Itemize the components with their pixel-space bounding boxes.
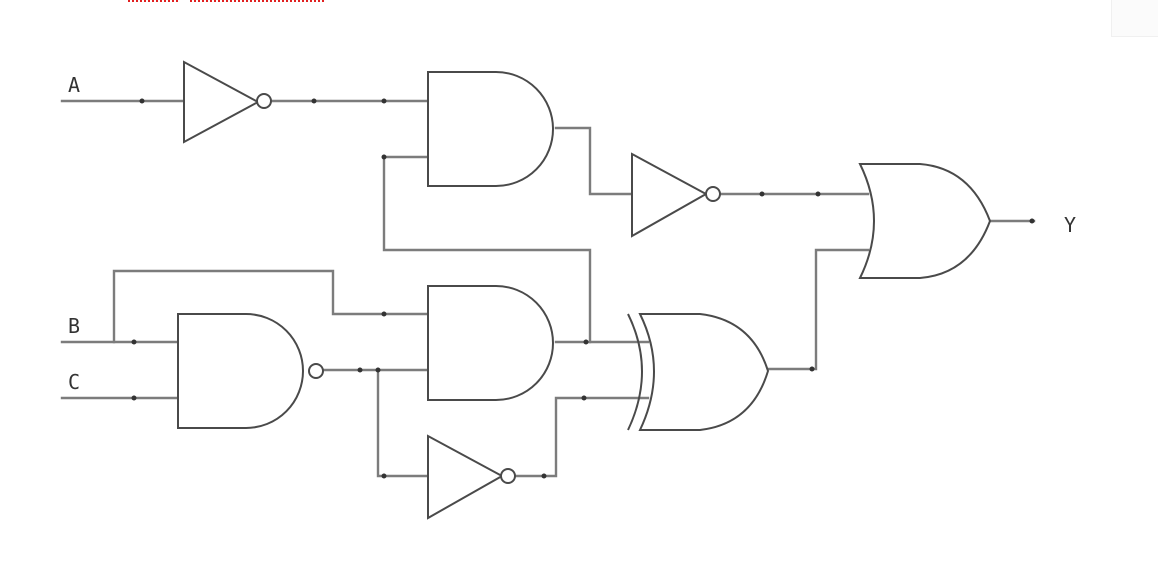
- junction-dot: [541, 473, 547, 479]
- wire-not3-to-xor: [514, 396, 650, 478]
- and-gate-1: [427, 71, 554, 187]
- not-gate-1: [183, 60, 272, 144]
- input-label-c: C: [68, 370, 80, 394]
- wire-nand-to-not3: [376, 368, 430, 478]
- corner-widget: [1111, 0, 1158, 37]
- input-label-a: A: [68, 73, 80, 97]
- junction-dot: [311, 98, 317, 104]
- junctions: [131, 98, 1035, 479]
- junction-dot: [139, 98, 145, 104]
- not-gate-2: [631, 152, 721, 238]
- junction-dot: [381, 473, 387, 479]
- junction-dot: [381, 98, 387, 104]
- wire-b-to-and2: [112, 269, 430, 344]
- output-label-y: Y: [1064, 213, 1076, 237]
- and-gate-2: [427, 285, 554, 401]
- junction-dot: [1029, 218, 1035, 224]
- wire-xor-to-or1: [766, 248, 870, 371]
- wire-and2out-to-and1: [382, 155, 592, 344]
- junction-dot: [381, 154, 387, 160]
- input-label-b: B: [68, 314, 80, 338]
- nand-gate: [177, 313, 324, 429]
- not-gate-3: [427, 434, 516, 520]
- wires: [60, 99, 1036, 478]
- junction-dot: [131, 395, 137, 401]
- junction-dot: [759, 191, 765, 197]
- junction-dot: [381, 311, 387, 317]
- junction-dot: [357, 367, 363, 373]
- junction-dot: [809, 366, 815, 372]
- junction-dot: [131, 339, 137, 345]
- wire-and1-to-not2: [554, 126, 634, 196]
- junction-dot: [375, 367, 381, 373]
- junction-dot: [815, 191, 821, 197]
- xor-gate: [627, 313, 770, 431]
- or-gate-1: [858, 163, 992, 279]
- junction-dot: [581, 395, 587, 401]
- junction-dot: [583, 339, 589, 345]
